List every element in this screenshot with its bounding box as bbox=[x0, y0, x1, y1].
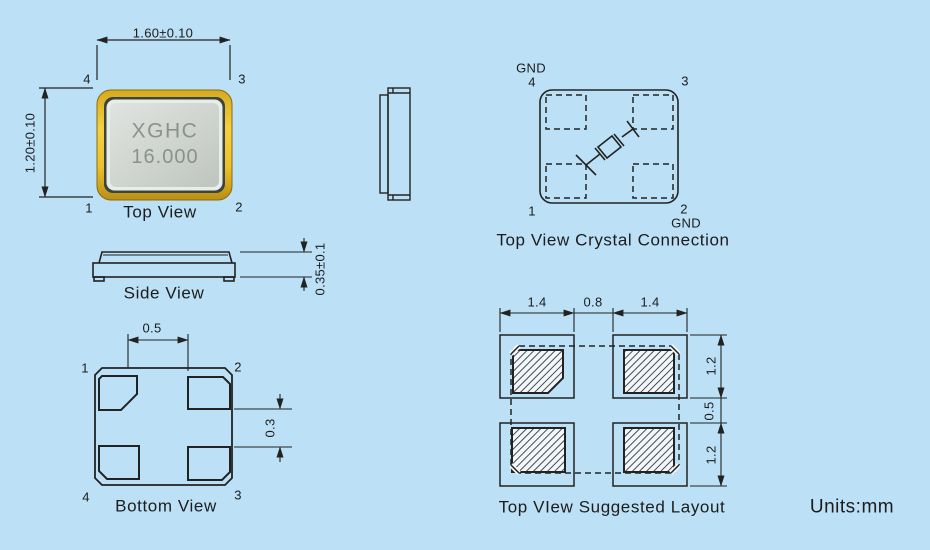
gnd-top-label: GND bbox=[516, 60, 546, 76]
top-view-pin-2: 2 bbox=[235, 199, 243, 215]
chip-marking-line1: XGHC bbox=[131, 119, 199, 143]
crystal-connection-drawing bbox=[539, 89, 679, 204]
connection-pin-4: 4 bbox=[528, 74, 536, 90]
connection-pin-1: 1 bbox=[528, 203, 536, 219]
top-view-width-dim: 1.60±0.10 bbox=[132, 25, 194, 41]
layout-dim-gap-x: 0.8 bbox=[583, 294, 603, 310]
connection-pad-3 bbox=[632, 94, 674, 130]
layout-pad-br bbox=[623, 427, 675, 473]
connection-pad-4 bbox=[545, 94, 587, 130]
top-view-pin-1: 1 bbox=[85, 200, 93, 216]
top-view-pin-4: 4 bbox=[83, 71, 91, 87]
bottom-view-pin-4: 4 bbox=[82, 489, 90, 505]
layout-body-outline bbox=[510, 345, 680, 474]
layout-pad-tl bbox=[512, 349, 564, 394]
top-view-drawing bbox=[39, 36, 233, 201]
layout-land-br bbox=[612, 422, 688, 487]
layout-dim-pad-height-top: 1.2 bbox=[703, 356, 719, 376]
suggested-layout-title: Top VIew Suggested Layout bbox=[498, 497, 726, 517]
bottom-view-pin-3: 3 bbox=[234, 487, 242, 503]
bottom-view-pin-2: 2 bbox=[234, 359, 242, 375]
bottom-view-gap-y-dim: 0.3 bbox=[262, 418, 278, 438]
connection-pad-2 bbox=[632, 163, 674, 199]
layout-dim-pad-width-left: 1.4 bbox=[527, 294, 547, 310]
chip-marking-line2: 16.000 bbox=[131, 146, 199, 168]
layout-dim-gap-y: 0.5 bbox=[701, 401, 717, 421]
layout-dim-pad-height-bottom: 1.2 bbox=[703, 445, 719, 465]
connection-pad-1 bbox=[545, 163, 587, 199]
side-view-title: Side View bbox=[123, 283, 205, 303]
crystal-symbol bbox=[575, 120, 640, 176]
gnd-bottom-label: GND bbox=[671, 215, 701, 231]
layout-pad-tr bbox=[623, 349, 675, 394]
units-label: Units:mm bbox=[809, 496, 895, 518]
side-view-height-dim: 0.35±0.1 bbox=[312, 242, 328, 296]
top-view-pin-3: 3 bbox=[238, 71, 246, 87]
bottom-pad-2 bbox=[187, 376, 231, 410]
bottom-pad-1 bbox=[98, 375, 138, 411]
bottom-view-drawing bbox=[94, 334, 292, 486]
top-view-title: Top View bbox=[123, 202, 197, 222]
top-view-height-dim: 1.20±0.10 bbox=[22, 112, 38, 174]
end-view-drawing bbox=[379, 87, 411, 201]
suggested-layout-drawing bbox=[499, 308, 727, 487]
bottom-pad-4 bbox=[98, 445, 140, 480]
connection-pin-2: 2 bbox=[680, 201, 688, 217]
layout-land-bl bbox=[499, 422, 575, 487]
crystal-connection-title: Top View Crystal Connection bbox=[496, 230, 730, 250]
layout-land-tl bbox=[499, 334, 575, 399]
bottom-view-gap-x-dim: 0.5 bbox=[142, 320, 162, 336]
bottom-view-pin-1: 1 bbox=[81, 360, 89, 376]
bottom-view-title: Bottom View bbox=[115, 496, 217, 516]
layout-pad-bl bbox=[511, 427, 566, 473]
bottom-pad-3 bbox=[187, 446, 231, 481]
side-view-drawing bbox=[92, 238, 312, 291]
layout-land-tr bbox=[612, 334, 688, 399]
connection-pin-3: 3 bbox=[681, 73, 689, 89]
layout-dim-pad-width-right: 1.4 bbox=[640, 294, 660, 310]
